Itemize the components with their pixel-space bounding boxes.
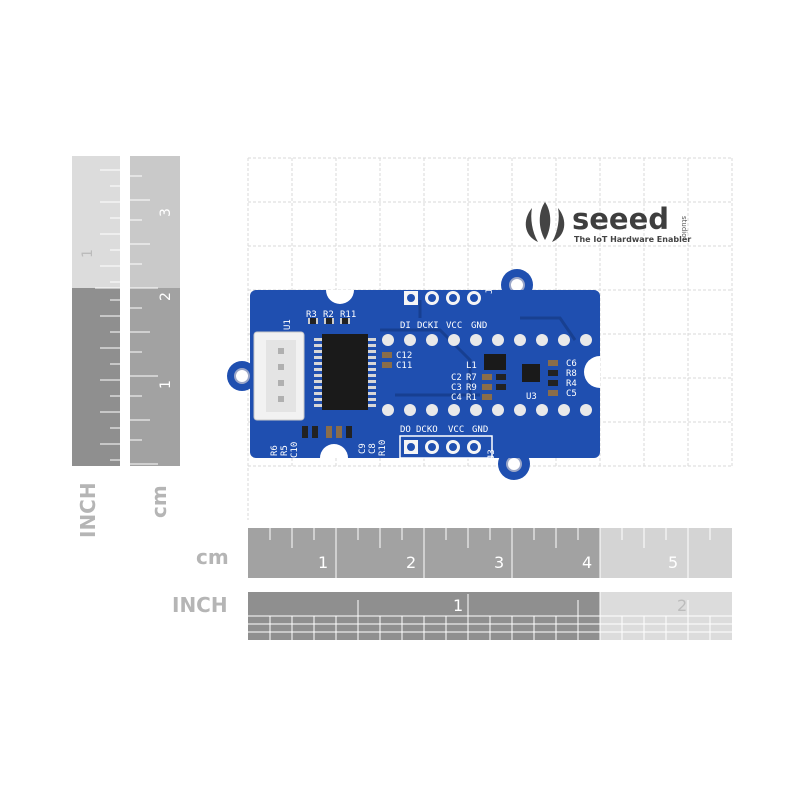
label-u3: U3 (526, 392, 537, 402)
label-di: DI (400, 321, 411, 331)
label-l1: L1 (466, 361, 477, 371)
pad-row-upper (382, 334, 592, 346)
left-inch-unit-label: INCH (76, 482, 100, 538)
label-c8: C8 (368, 443, 378, 454)
label-r4: R4 (566, 379, 577, 389)
seeed-leaf-icon (525, 202, 565, 242)
brand-name: seeed (572, 202, 669, 236)
label-c11: C11 (396, 361, 412, 371)
label-r9: R9 (466, 383, 477, 393)
left-cm-ruler: 1 2 3 (130, 156, 180, 466)
left-cm-tick-2: 2 (158, 292, 174, 301)
seeed-logo: seeed studio The IoT Hardware Enabler (525, 202, 691, 244)
label-r11: R11 (340, 310, 356, 320)
label-gnd-bottom: GND (472, 425, 488, 435)
label-r8: R8 (566, 369, 577, 379)
label-dcki: DCKI (417, 321, 439, 331)
bottom-cm-tick-2: 2 (406, 553, 416, 572)
label-r1: R1 (466, 393, 477, 403)
bottom-cm-tick-4: 4 (582, 553, 592, 572)
bottom-pin-header (399, 435, 493, 459)
bottom-cm-tick-5: 5 (668, 553, 678, 572)
pcb-body (250, 290, 600, 458)
label-r2: R2 (323, 310, 334, 320)
left-cm-unit-label: cm (147, 485, 171, 518)
label-r7: R7 (466, 373, 477, 383)
driver-ic-chip (314, 334, 376, 410)
left-cm-tick-1: 1 (158, 380, 174, 389)
label-dcko: DCKO (416, 425, 438, 435)
label-c3: C3 (451, 383, 462, 393)
bottom-inch-ruler: 1 2 (248, 592, 732, 640)
brand-tagline: The IoT Hardware Enabler (574, 235, 691, 244)
pad-row-lower (382, 404, 592, 416)
bottom-inch-tick-1: 1 (453, 596, 463, 615)
label-c2: C2 (451, 373, 462, 383)
label-gnd-top: GND (471, 321, 487, 331)
label-c12: C12 (396, 351, 412, 361)
label-r6: R6 (270, 445, 280, 456)
bottom-cm-ruler: 1 2 3 4 5 (248, 528, 732, 578)
label-c6: C6 (566, 359, 577, 369)
brand-suffix: studio (680, 216, 688, 238)
left-cm-tick-3: 3 (158, 208, 174, 217)
bottom-cm-tick-3: 3 (494, 553, 504, 572)
top-pin-header (404, 291, 481, 305)
grove-connector (253, 331, 305, 421)
label-r5: R5 (280, 445, 290, 456)
label-c10: C10 (290, 442, 300, 458)
label-u1: U1 (283, 319, 293, 330)
label-do: DO (400, 425, 411, 435)
bottom-cm-unit-label: cm (196, 545, 229, 569)
label-vcc-bottom: VCC (448, 425, 464, 435)
bottom-cm-tick-1: 1 (318, 553, 328, 572)
label-c9: C9 (358, 443, 368, 454)
label-j2: J2 (485, 283, 495, 294)
label-c5: C5 (566, 389, 577, 399)
label-r10: R10 (378, 440, 388, 456)
bottom-inch-tick-2: 2 (677, 596, 687, 615)
label-c4: C4 (451, 393, 462, 403)
label-r3: R3 (306, 310, 317, 320)
label-j3: J3 (487, 449, 497, 460)
grove-pcb-board: DI DCKI VCC GND DO DCKO VCC GND R3 R2 R1… (227, 269, 600, 480)
left-inch-tick-1: 1 (80, 249, 96, 258)
left-inch-ruler: 1 (72, 156, 120, 466)
smd-components (302, 318, 558, 438)
bottom-inch-unit-label: INCH (172, 593, 228, 617)
label-vcc-top: VCC (446, 321, 462, 331)
